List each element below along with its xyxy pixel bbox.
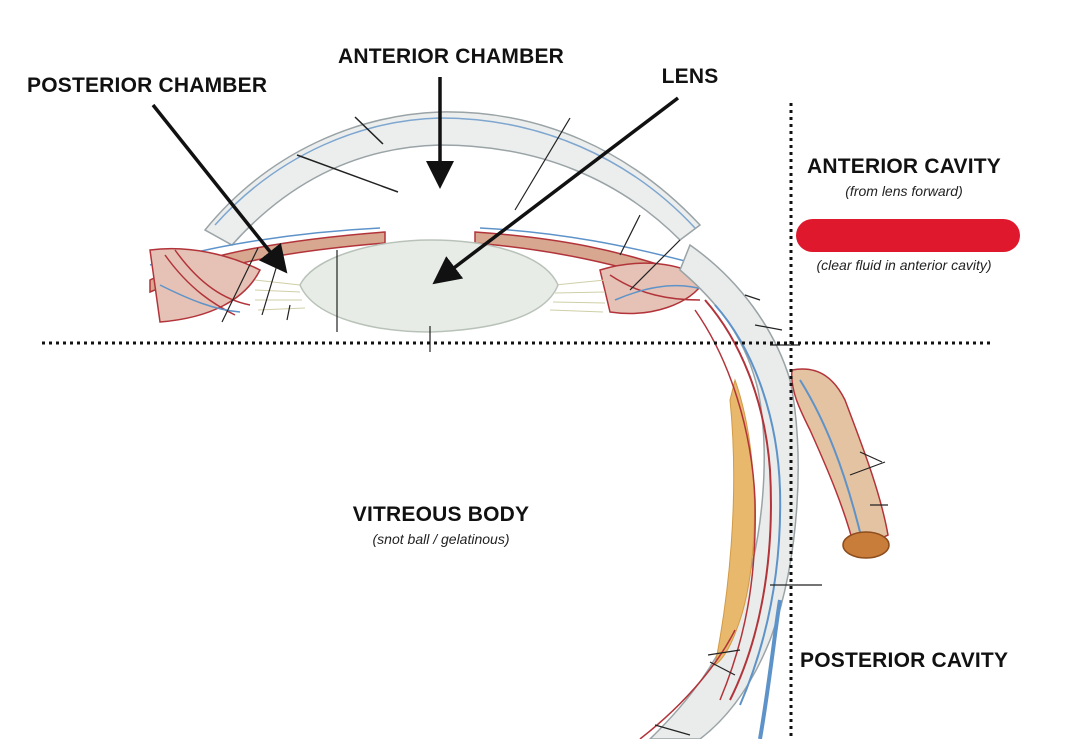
red-fluid-swatch [796, 219, 1020, 252]
anterior-chamber-label: ANTERIOR CHAMBER [337, 45, 565, 68]
arrow-icon [151, 103, 288, 274]
sclera-wall [619, 214, 822, 739]
cornea [203, 111, 702, 246]
posterior-cavity-label: POSTERIOR CAVITY [800, 649, 1009, 672]
arrow-icon [432, 96, 680, 285]
lens-shape [299, 239, 559, 352]
lens-label: LENS [661, 65, 719, 88]
vitreous-body-note: (snot ball / gelatinous) [372, 531, 510, 547]
posterior-chamber-label: POSTERIOR CHAMBER [27, 74, 268, 97]
fluid-note: (clear fluid in anterior cavity) [816, 257, 992, 273]
pointer-arrows [151, 77, 680, 285]
ciliary-body-right [599, 262, 706, 315]
ciliary-body-left [149, 247, 262, 323]
divider-lines [42, 103, 992, 739]
suspensory-ligaments [254, 279, 606, 313]
optic-muscle [791, 368, 890, 559]
anterior-cavity-label: ANTERIOR CAVITY [807, 155, 1001, 178]
vitreous-body-label: VITREOUS BODY [352, 503, 530, 526]
anterior-cavity-note: (from lens forward) [845, 183, 963, 199]
